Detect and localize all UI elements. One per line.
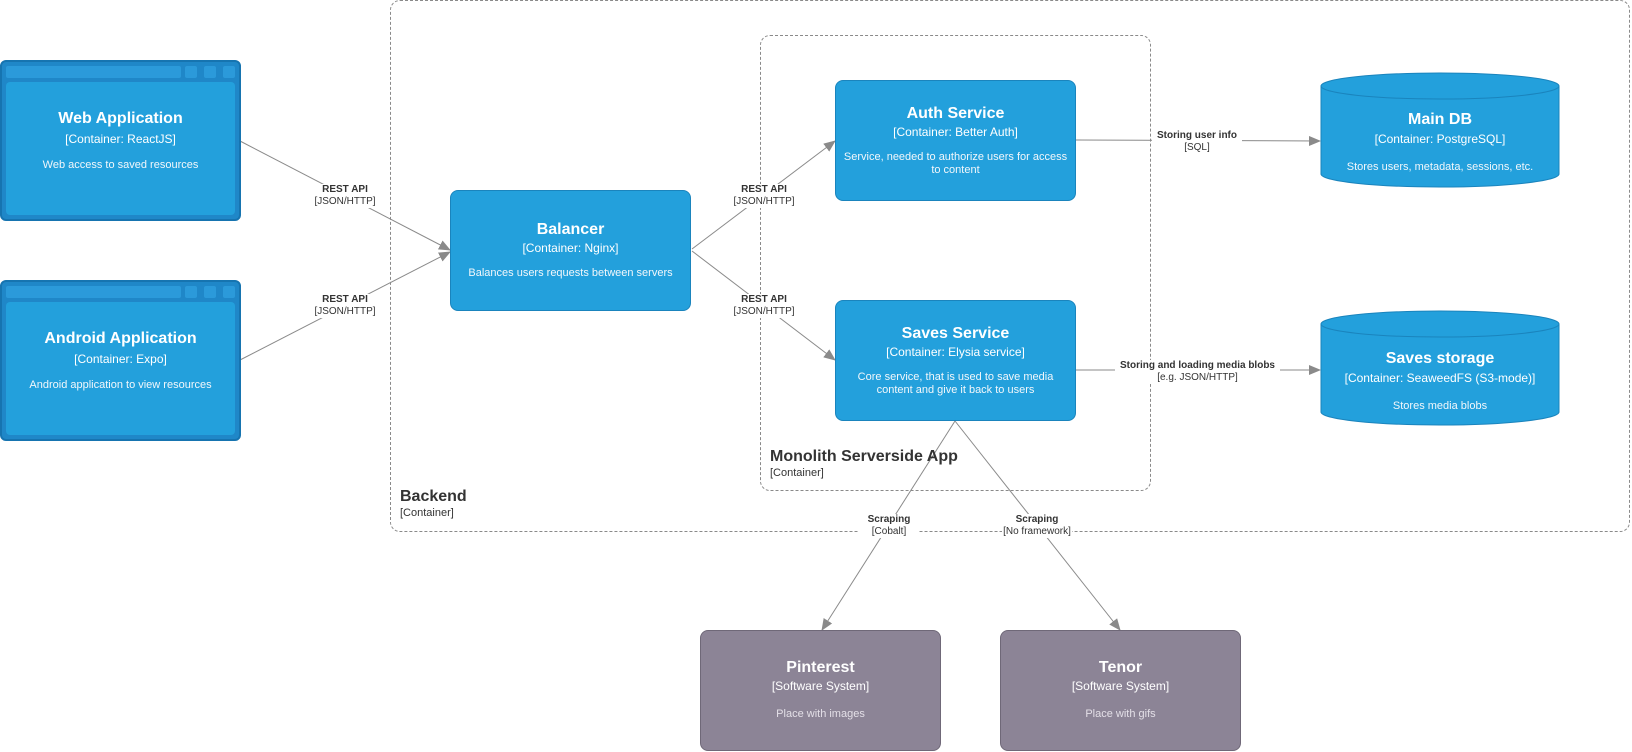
edge-label-text: REST API: [741, 184, 787, 195]
node-type: [Container: PostgreSQL]: [1374, 132, 1506, 146]
edge-label-tech: [Cobalt]: [871, 526, 907, 537]
node-title: Web Application: [58, 110, 183, 127]
node-title: Tenor: [1098, 659, 1143, 676]
edge-label-web-to-balancer: REST API [JSON/HTTP]: [310, 184, 380, 208]
edge-label-auth-to-db: Storing user info [SQL]: [1152, 130, 1242, 154]
web-application-node: Web Application [Container: ReactJS] Web…: [0, 60, 241, 221]
database-cylinder-shape: [1320, 310, 1560, 426]
android-application-node: Android Application [Container: Expo] An…: [0, 280, 241, 441]
edge-label-tech: [JSON/HTTP]: [314, 306, 376, 317]
edge-label-tech: [JSON/HTTP]: [733, 306, 795, 317]
edge-label-text: REST API: [741, 294, 787, 305]
edge-label-text: Scraping: [867, 514, 911, 525]
node-title: Pinterest: [786, 659, 855, 676]
window-titlebar: [6, 66, 235, 78]
node-title: Auth Service: [906, 105, 1005, 122]
edge-label-text: Storing and loading media blobs: [1119, 360, 1275, 371]
monolith-boundary: [760, 35, 1151, 491]
node-description: Stores users, metadata, sessions, etc.: [1346, 161, 1534, 173]
node-type: [Container: Expo]: [74, 352, 167, 366]
node-title: Saves Service: [901, 325, 1010, 342]
node-type: [Container: ReactJS]: [65, 132, 176, 146]
node-type: [Container: SeaweedFS (S3-mode)]: [1344, 371, 1536, 385]
node-title: Android Application: [44, 330, 197, 347]
edge-label-balancer-to-auth: REST API [JSON/HTTP]: [729, 184, 799, 208]
edge-label-saves-to-pinterest: Scraping [Cobalt]: [859, 514, 919, 538]
edge-label-tech: [e.g. JSON/HTTP]: [1157, 372, 1238, 383]
node-type: [Container: Elysia service]: [886, 345, 1025, 359]
database-cylinder-shape: [1320, 72, 1560, 188]
balancer-node: Balancer [Container: Nginx] Balances use…: [450, 190, 691, 311]
main-db-node: Main DB [Container: PostgreSQL] Stores u…: [1320, 72, 1560, 188]
edge-label-android-to-balancer: REST API [JSON/HTTP]: [310, 294, 380, 318]
edge-label-tech: [SQL]: [1184, 142, 1210, 153]
node-description: Balances users requests between servers: [468, 267, 673, 279]
node-description: Android application to view resources: [29, 379, 212, 391]
node-description: Place with images: [776, 708, 865, 720]
node-type: [Software System]: [1071, 679, 1170, 693]
node-type: [Container: Better Auth]: [893, 125, 1018, 139]
edge-label-tech: [JSON/HTTP]: [733, 196, 795, 207]
auth-service-node: Auth Service [Container: Better Auth] Se…: [835, 80, 1076, 201]
edge-label-balancer-to-saves: REST API [JSON/HTTP]: [729, 294, 799, 318]
node-title: Saves storage: [1385, 350, 1495, 367]
node-title: Main DB: [1408, 111, 1472, 128]
node-description: Stores media blobs: [1392, 400, 1488, 412]
edge-label-text: Scraping: [1015, 514, 1059, 525]
backend-boundary-title: Backend: [400, 488, 467, 505]
monolith-boundary-title: Monolith Serverside App: [770, 448, 958, 465]
edge-label-text: REST API: [322, 184, 368, 195]
edge-label-saves-to-tenor: Scraping [No framework]: [1002, 514, 1072, 538]
saves-storage-node: Saves storage [Container: SeaweedFS (S3-…: [1320, 310, 1560, 426]
node-title: Balancer: [536, 221, 605, 238]
monolith-boundary-type: [Container]: [770, 467, 824, 479]
node-type: [Software System]: [771, 679, 870, 693]
edge-label-tech: [No framework]: [1003, 526, 1071, 537]
node-description: Web access to saved resources: [42, 159, 199, 171]
node-description: Core service, that is used to save media…: [857, 371, 1054, 396]
tenor-node: Tenor [Software System] Place with gifs: [1000, 630, 1241, 751]
node-type: [Container: Nginx]: [522, 241, 619, 255]
backend-boundary-type: [Container]: [400, 507, 454, 519]
edge-label-text: REST API: [322, 294, 368, 305]
edge-label-saves-to-storage: Storing and loading media blobs [e.g. JS…: [1115, 360, 1280, 384]
node-description: Service, needed to authorize users for a…: [843, 151, 1068, 176]
saves-service-node: Saves Service [Container: Elysia service…: [835, 300, 1076, 421]
pinterest-node: Pinterest [Software System] Place with i…: [700, 630, 941, 751]
node-description: Place with gifs: [1085, 708, 1156, 720]
edge-label-tech: [JSON/HTTP]: [314, 196, 376, 207]
window-titlebar: [6, 286, 235, 298]
edge-label-text: Storing user info: [1157, 130, 1237, 141]
